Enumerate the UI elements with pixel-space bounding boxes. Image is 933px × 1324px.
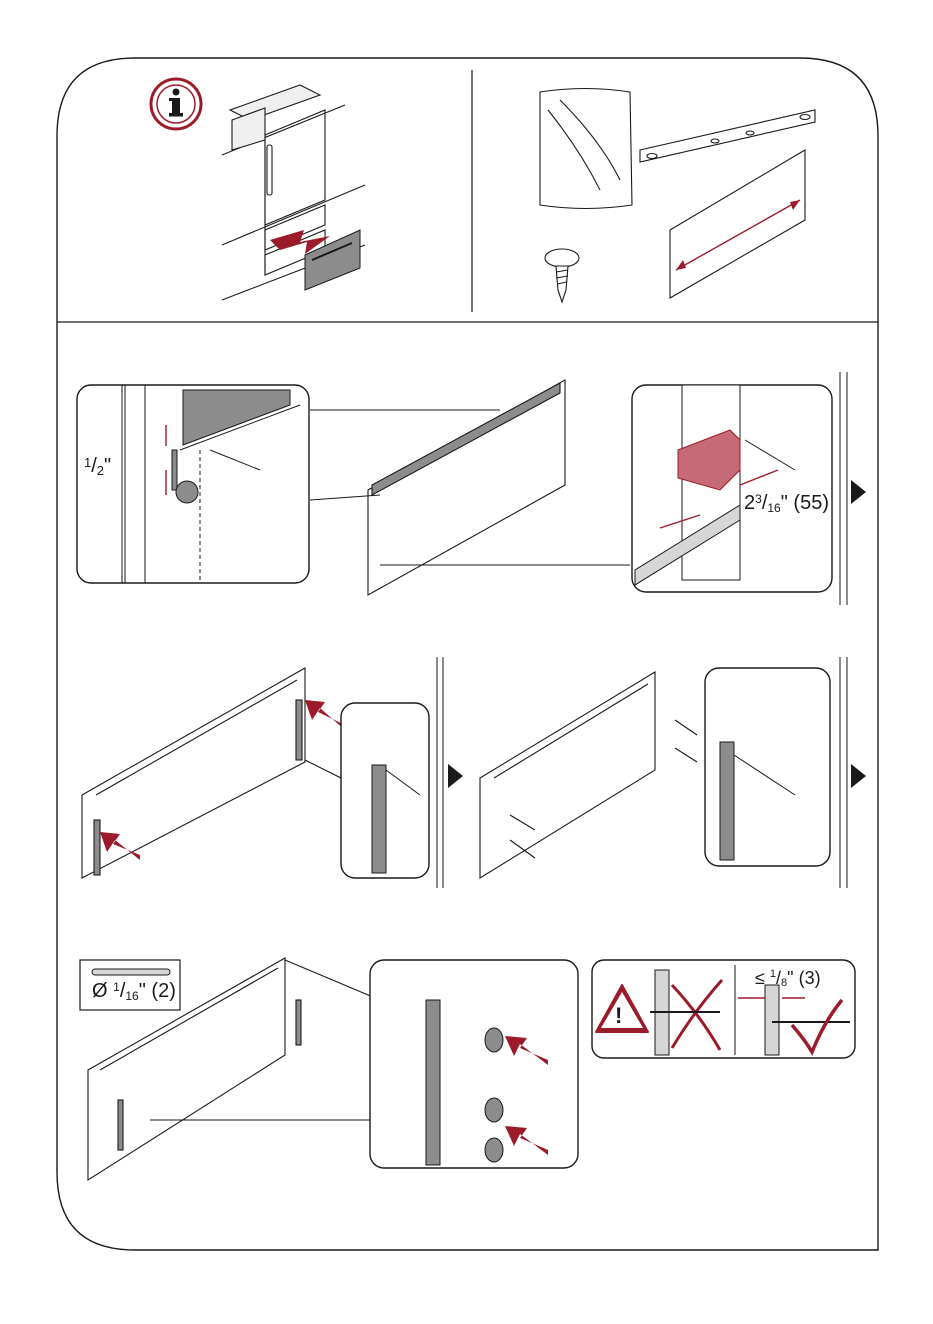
warning-glyph: ! (615, 1003, 622, 1029)
half-inch-unit: " (104, 455, 111, 477)
info-icon (151, 79, 201, 129)
offset-whole: 2 (744, 492, 755, 514)
triangle-right-icon (851, 764, 866, 788)
panel-with-rail (310, 380, 630, 595)
drawer-front-panel (305, 230, 360, 290)
drill-denominator: 16 (125, 989, 138, 1003)
mounting-rail (640, 110, 815, 162)
drill-numerator: 1 (113, 980, 120, 994)
front-panel (670, 150, 805, 298)
offset-metric: (55) (793, 492, 829, 514)
gap-metric: (3) (799, 968, 821, 988)
offset-unit: " (781, 492, 788, 514)
detail-box-height (77, 385, 309, 583)
gap-unit: " (787, 968, 793, 988)
height-dimension-label: 1/2" (84, 455, 111, 478)
drill-dimension-label: Ø 1/16" (2) (92, 980, 176, 1003)
detail-box-bracket (341, 703, 429, 878)
drill-metric: (2) (151, 980, 175, 1002)
detail-box-fastening (705, 668, 830, 866)
gap-symbol: ≤ (755, 968, 765, 988)
offset-numerator: 3 (755, 492, 762, 506)
detail-box-offset (632, 385, 832, 592)
half-inch-denominator: 2 (97, 463, 104, 478)
drill-unit: " (139, 980, 146, 1002)
triangle-right-icon (448, 764, 463, 788)
screw-bag (540, 89, 632, 209)
offset-dimension-label: 23/16" (55) (744, 492, 829, 515)
triangle-right-icon (851, 480, 866, 504)
gap-dimension-label: ≤ 1/8" (3) (755, 968, 821, 989)
screw-icon (545, 249, 579, 302)
panel-fastened (480, 672, 697, 878)
offset-denominator: 16 (767, 501, 780, 515)
drill-symbol: Ø (92, 980, 108, 1002)
